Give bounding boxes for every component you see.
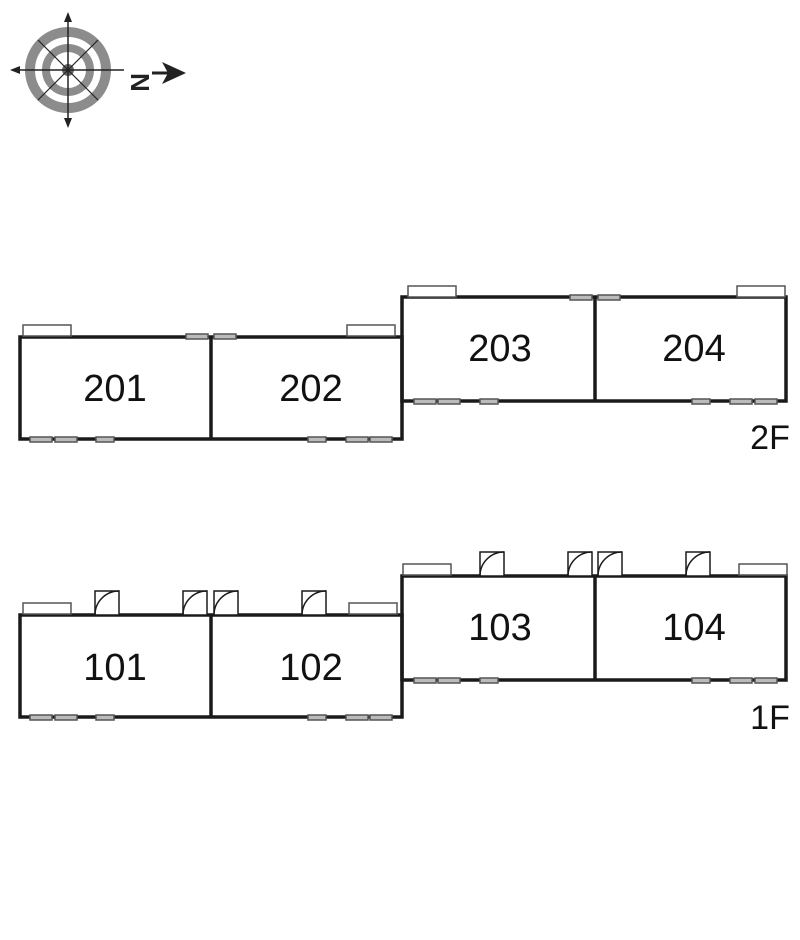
room-101-label: 101 — [83, 647, 146, 689]
north-label: N — [125, 73, 155, 92]
floor-1f — [18, 574, 788, 719]
room-204-label: 204 — [662, 328, 725, 370]
door-102-b-icon — [301, 590, 327, 616]
floor-1f-windows — [22, 563, 788, 721]
door-103-a-icon — [479, 551, 505, 577]
room-201-label: 201 — [83, 368, 146, 410]
door-101-a-icon — [94, 590, 120, 616]
floor-1f-label: 1F — [750, 699, 790, 737]
floor-2f-windows — [22, 285, 786, 443]
door-102-a-icon — [213, 590, 239, 616]
floor-1f-doors — [94, 551, 711, 616]
room-103-label: 103 — [468, 607, 531, 649]
door-103-b-icon — [567, 551, 593, 577]
door-104-b-icon — [685, 551, 711, 577]
room-202-label: 202 — [279, 368, 342, 410]
room-104-label: 104 — [662, 607, 725, 649]
floor-2f — [18, 295, 788, 441]
room-203-label: 203 — [468, 328, 531, 370]
compass-icon — [10, 12, 186, 128]
floor-2f-label: 2F — [750, 419, 790, 457]
room-102-label: 102 — [279, 647, 342, 689]
door-104-a-icon — [597, 551, 623, 577]
door-101-b-icon — [182, 590, 208, 616]
